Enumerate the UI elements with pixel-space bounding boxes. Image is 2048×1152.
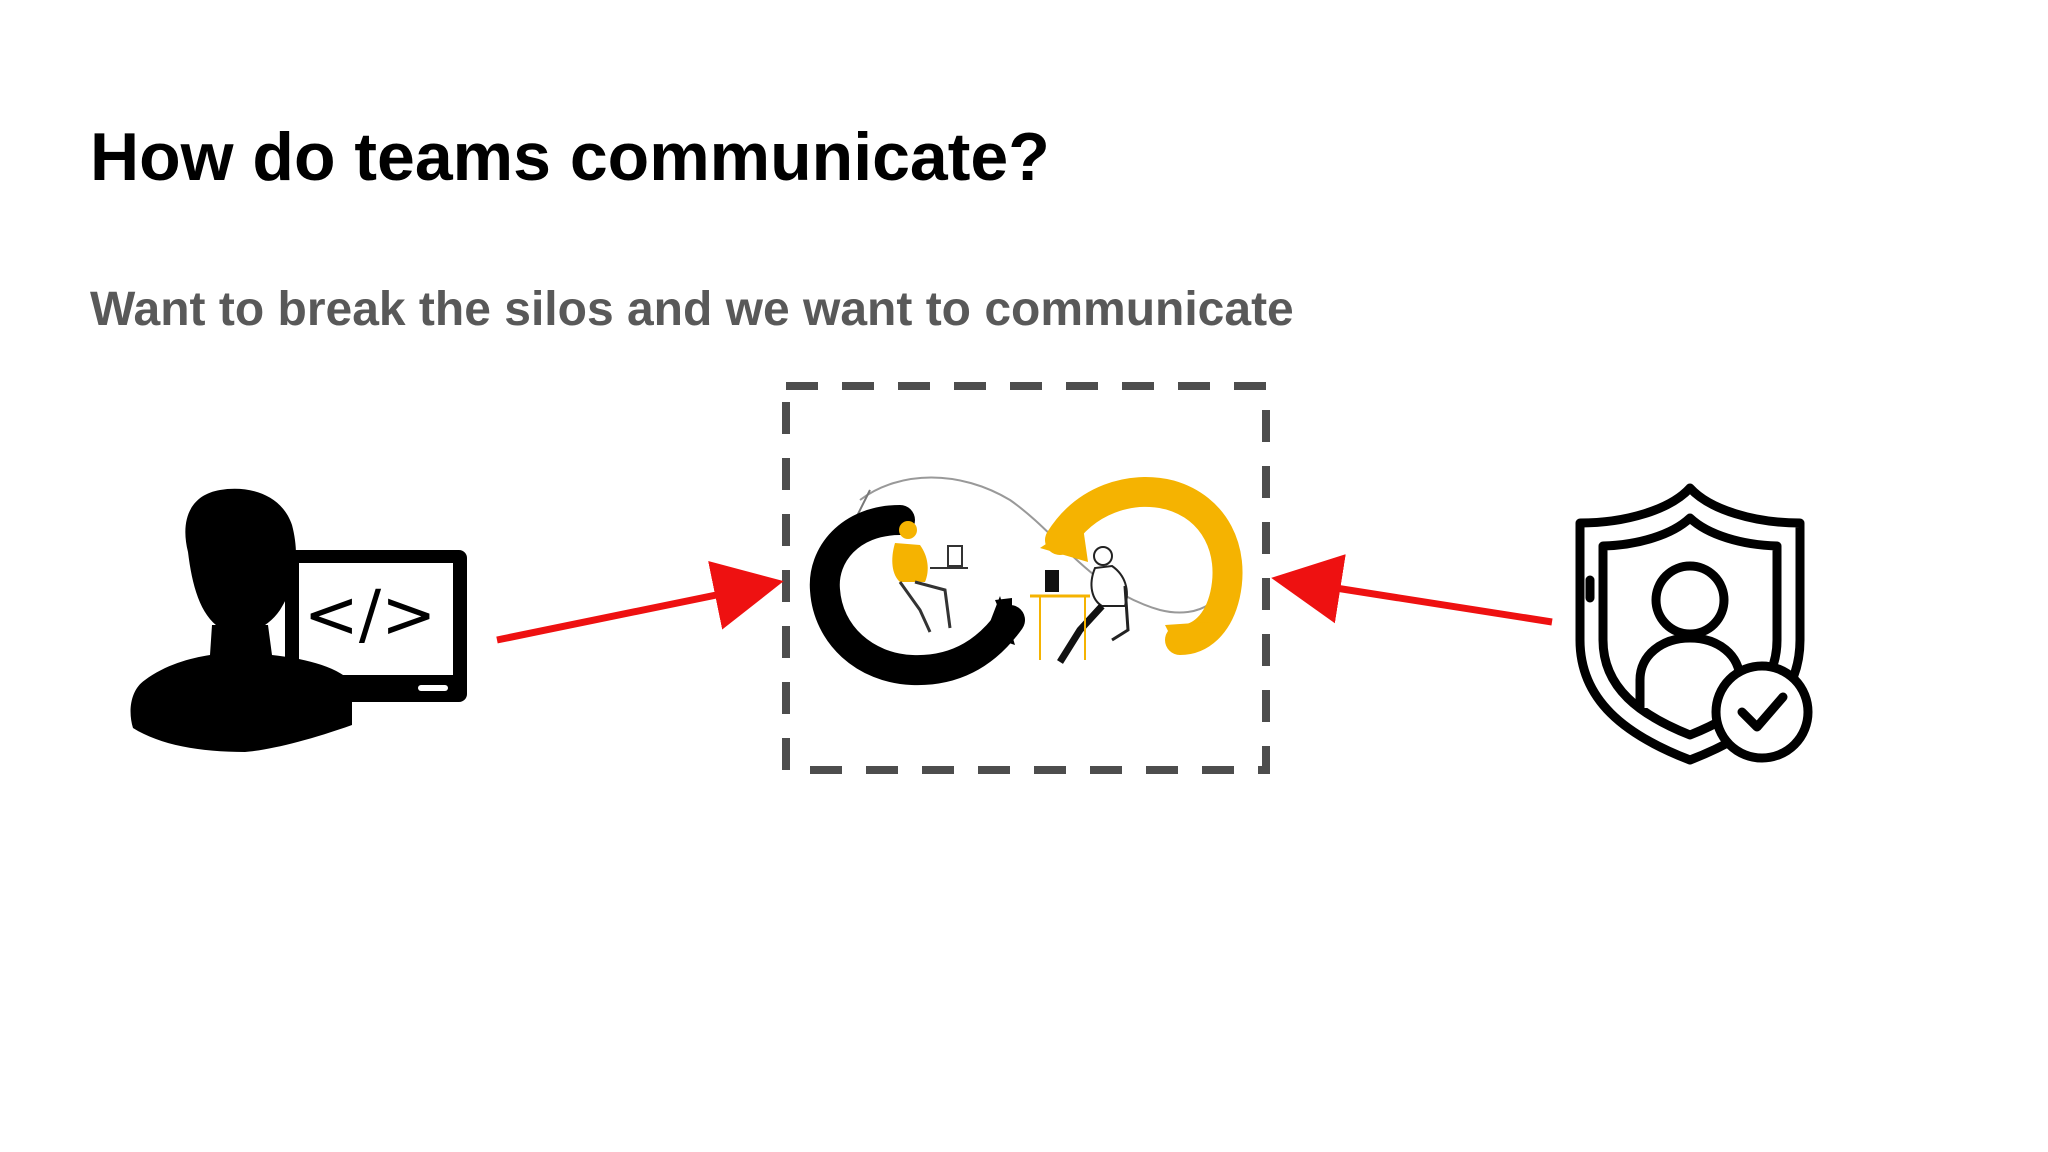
code-brackets-label: </> [304,576,437,653]
worker-right [1030,547,1128,662]
shield-user-check-icon [1580,488,1808,760]
black-loop [825,520,1010,670]
check-badge [1716,666,1808,758]
arrow-security-to-center [1285,580,1552,622]
user-head [1656,566,1724,634]
arrow-developer-to-center [497,584,770,640]
developer-with-monitor-icon: </> [131,489,467,752]
person-head [185,489,296,634]
devops-infinity-loop-illustration [825,478,1230,671]
monitor-led [418,685,448,691]
worker-left [892,521,968,632]
dashed-group-border [786,386,1266,770]
